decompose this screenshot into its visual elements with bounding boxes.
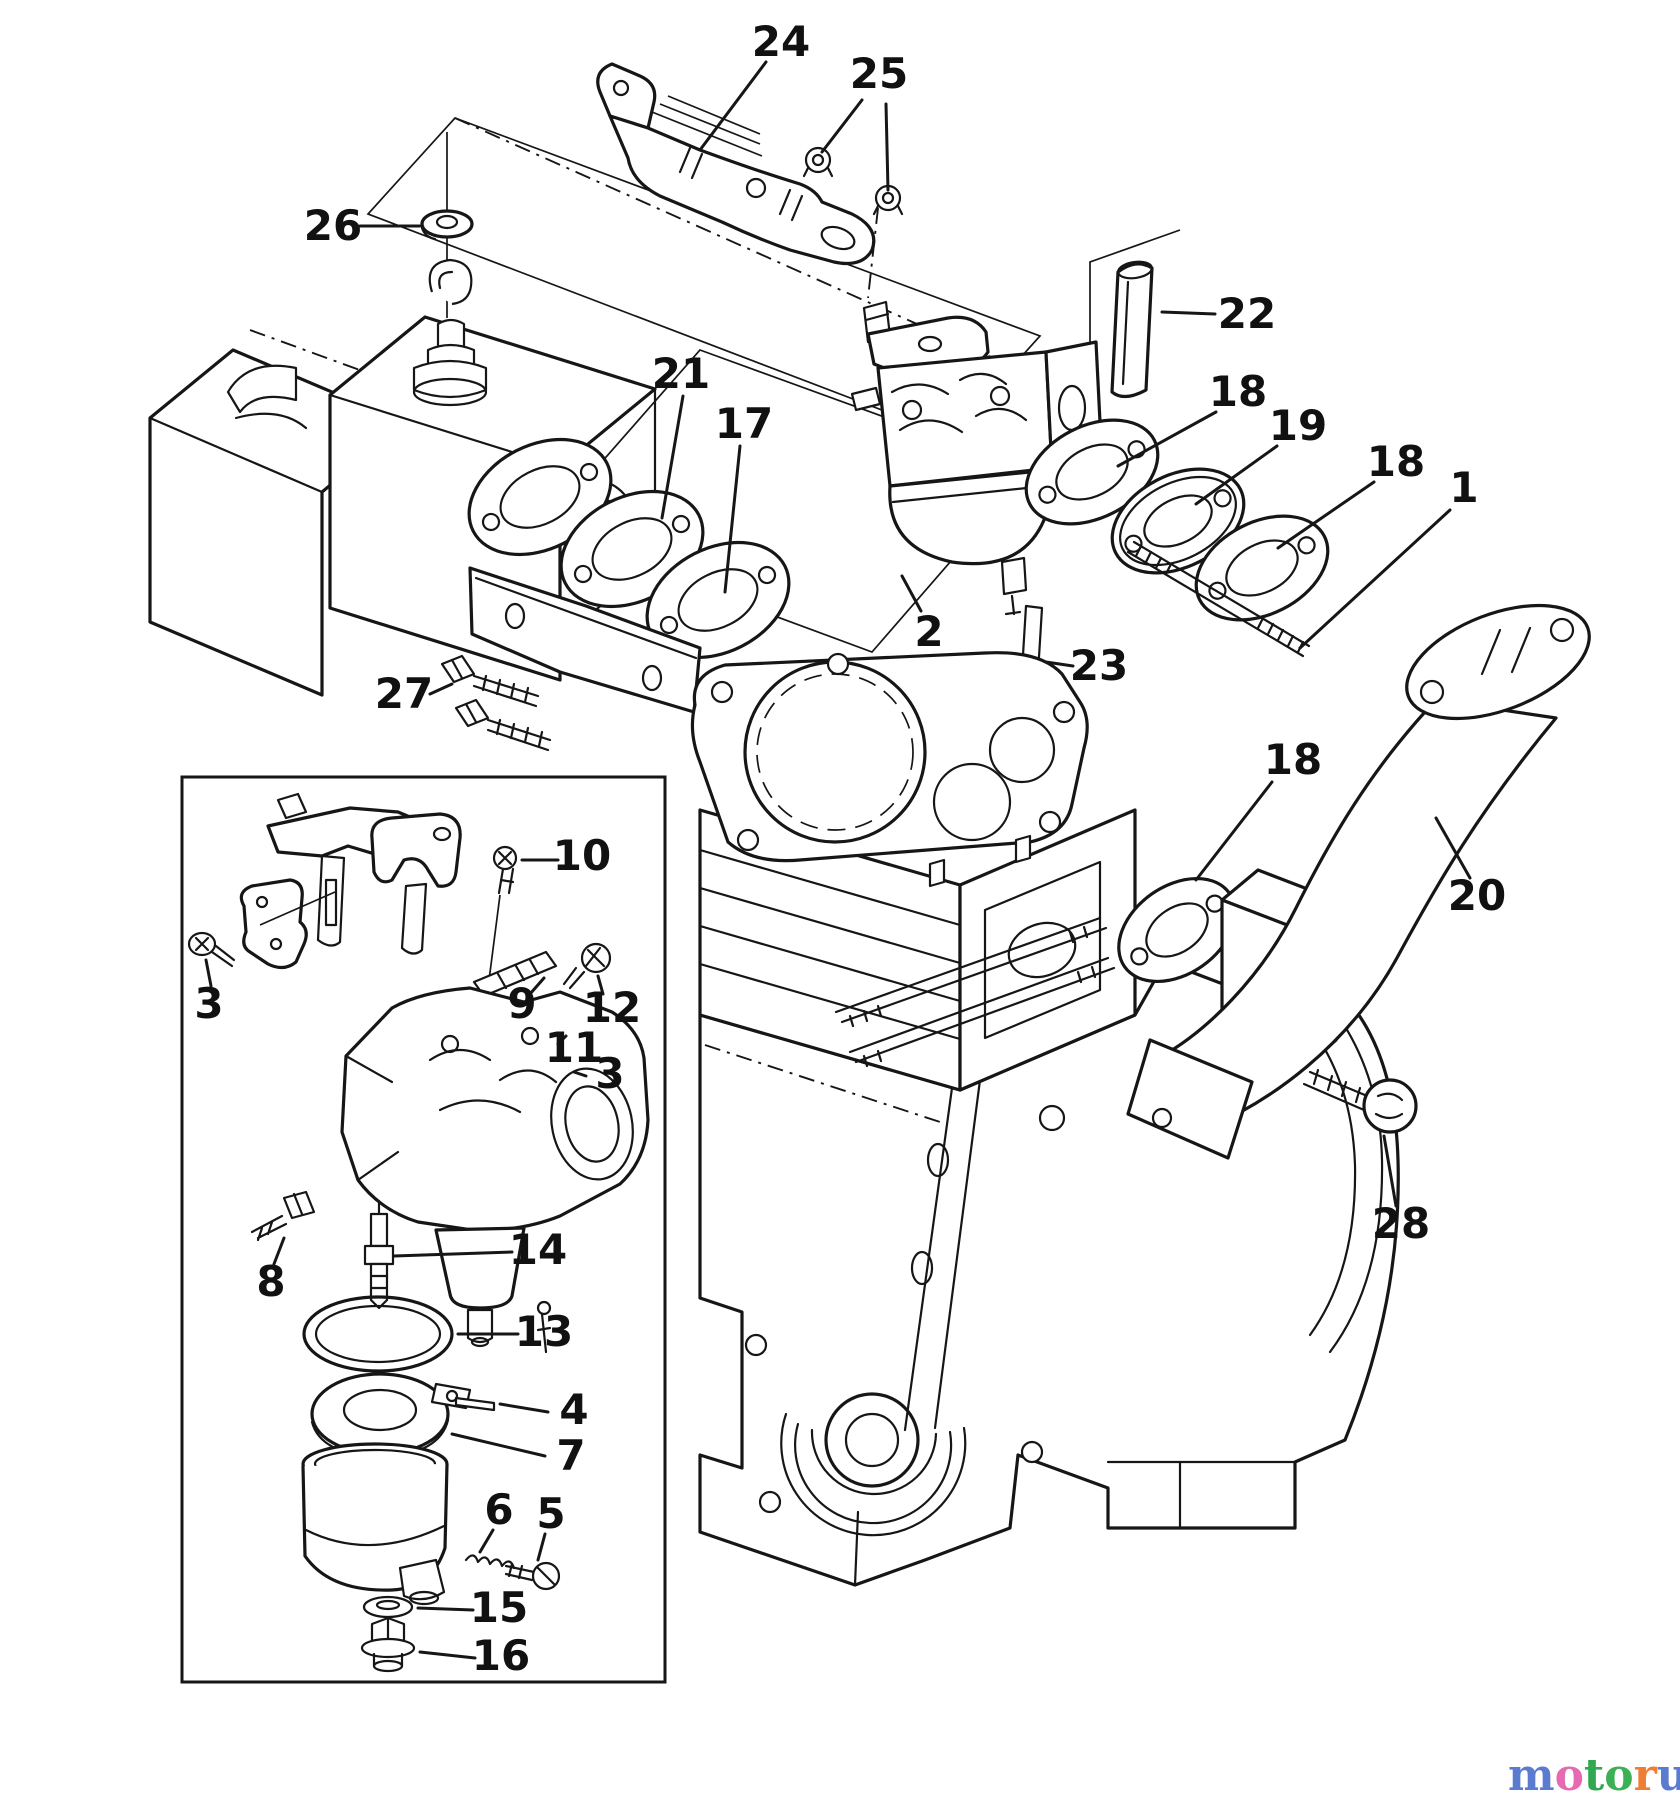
callout-26: 26 bbox=[304, 201, 362, 250]
callout-17: 17 bbox=[715, 399, 773, 448]
callout-labels: 24 25 26 22 18 19 18 1 21 17 2 23 27 18 … bbox=[194, 17, 1506, 1680]
watermark-letter: m bbox=[1508, 1750, 1555, 1800]
callout-20: 20 bbox=[1448, 871, 1506, 920]
callout-4: 4 bbox=[559, 1385, 588, 1434]
breather-tube-22-illustration bbox=[1110, 260, 1154, 399]
watermark-letter: r bbox=[1634, 1750, 1658, 1800]
callout-15: 15 bbox=[470, 1583, 528, 1632]
fuel-valve-illustration bbox=[412, 258, 488, 407]
inset-box bbox=[180, 775, 667, 1684]
callout-8: 8 bbox=[256, 1257, 285, 1306]
watermark-letter: u bbox=[1657, 1750, 1680, 1800]
callout-2: 2 bbox=[914, 607, 943, 656]
callout-12: 12 bbox=[583, 983, 641, 1032]
watermark-letter: o bbox=[1555, 1750, 1584, 1800]
watermark: motoruf.de bbox=[1508, 1750, 1680, 1800]
intake-manifold-20-illustration bbox=[1126, 603, 1591, 1160]
callout-13: 13 bbox=[515, 1307, 573, 1356]
gasket-stack-18-19-illustration bbox=[1024, 418, 1330, 622]
stay-bracket-24-illustration bbox=[596, 62, 876, 266]
callout-18-c: 18 bbox=[1264, 735, 1322, 784]
carburetor-assembly-illustration bbox=[850, 300, 1104, 616]
callout-11: 11 bbox=[545, 1023, 603, 1072]
callout-9: 9 bbox=[507, 979, 536, 1028]
callout-19: 19 bbox=[1269, 401, 1327, 450]
callout-27: 27 bbox=[375, 669, 433, 718]
callout-10: 10 bbox=[553, 831, 611, 880]
callout-5: 5 bbox=[536, 1489, 565, 1538]
svg-text:motoruf.de: motoruf.de bbox=[1508, 1750, 1680, 1800]
callout-28: 28 bbox=[1372, 1199, 1430, 1248]
bolt-28-illustration bbox=[1302, 1068, 1418, 1134]
washer-26-illustration bbox=[420, 209, 474, 241]
callout-16: 16 bbox=[472, 1631, 530, 1680]
callout-18-a: 18 bbox=[1209, 367, 1267, 416]
callout-7: 7 bbox=[556, 1431, 585, 1480]
callout-6: 6 bbox=[484, 1485, 513, 1534]
callout-3-a: 3 bbox=[194, 979, 223, 1028]
inset-carburetor-exploded bbox=[187, 792, 650, 1673]
intake-port-gasket-18-illustration bbox=[1117, 876, 1237, 984]
callout-3-b: 3 bbox=[595, 1049, 624, 1098]
callout-25: 25 bbox=[850, 49, 908, 98]
callout-22: 22 bbox=[1218, 289, 1276, 338]
gasket-stack-21-17-illustration bbox=[467, 437, 791, 660]
engine-block-illustration bbox=[690, 651, 1400, 1587]
callout-18-b: 18 bbox=[1367, 437, 1425, 486]
clip-25-illustration bbox=[802, 146, 904, 216]
watermark-letter: t bbox=[1584, 1750, 1605, 1800]
callout-14: 14 bbox=[509, 1225, 567, 1274]
callout-23: 23 bbox=[1070, 641, 1128, 690]
bolt-27-illustration bbox=[440, 654, 552, 752]
callout-1: 1 bbox=[1449, 463, 1478, 512]
callout-21: 21 bbox=[652, 349, 710, 398]
callout-24: 24 bbox=[752, 17, 810, 66]
watermark-letter: o bbox=[1604, 1750, 1633, 1800]
